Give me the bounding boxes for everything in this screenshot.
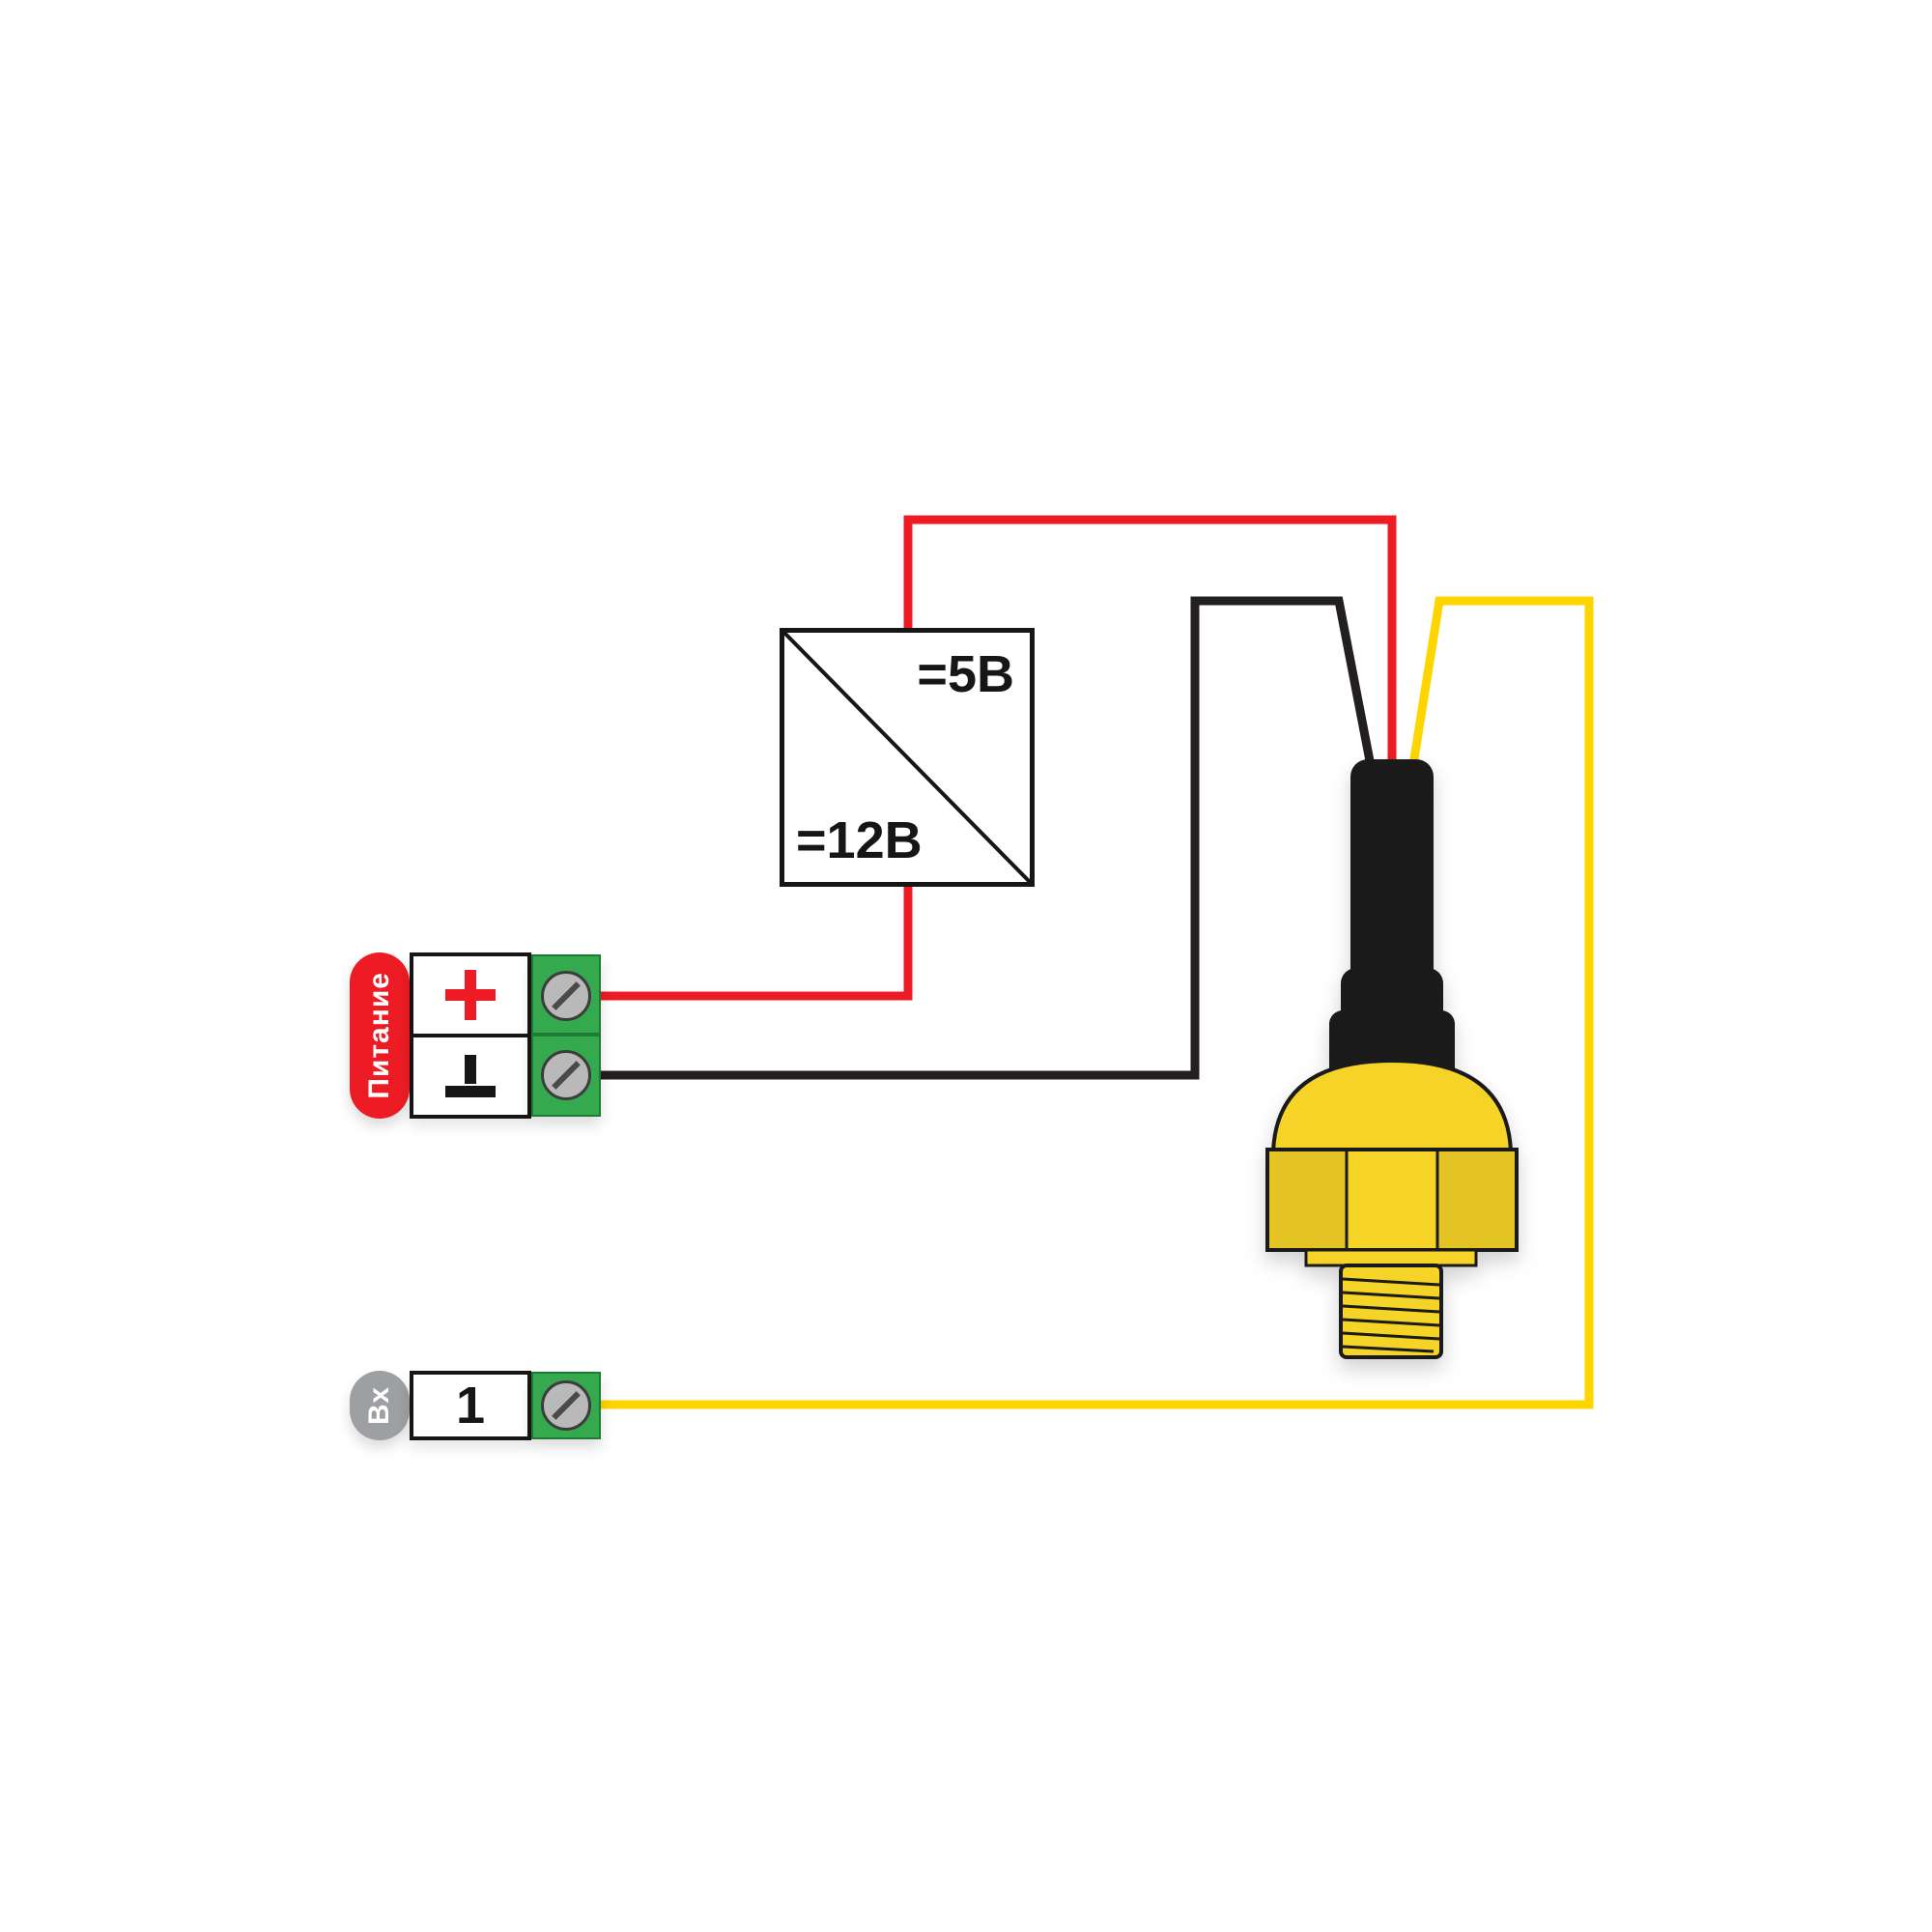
sensor-hex-facet-shade [1437, 1151, 1515, 1248]
yellow-wire-sensor-to-input [600, 596, 1594, 1409]
power-terminal-label: Питание [363, 972, 395, 1099]
black-wire-ground-to-sensor [600, 596, 1377, 1080]
power-plus-cell [410, 952, 531, 1037]
plus-symbol [445, 970, 496, 1020]
converter-diagonal-line [784, 633, 1030, 882]
input-terminal-tag: Вх [350, 1371, 410, 1440]
sensor-thread-line [1342, 1277, 1440, 1287]
red-wire-converter-to-sensor [903, 515, 1397, 773]
sensor-collar [1304, 1248, 1478, 1267]
converter-input-label: =12В [796, 811, 923, 869]
sensor-thread-line [1342, 1345, 1435, 1353]
power-terminal-tag: Питание [350, 952, 410, 1119]
sensor-thread-line [1342, 1331, 1440, 1341]
sensor-thread-line [1342, 1304, 1440, 1314]
dc-converter-box: =5В =12В [780, 628, 1035, 887]
sensor-dome [1270, 1058, 1514, 1153]
input-pin-cell: 1 [410, 1371, 531, 1440]
power-ground-cell [410, 1034, 531, 1119]
terminal-screw-input [541, 1380, 591, 1431]
converter-output-label: =5В [917, 645, 1014, 703]
input-pin-label: 1 [455, 1377, 486, 1435]
input-terminal-label: Вх [363, 1386, 395, 1425]
sensor-hex-facet-shade [1269, 1151, 1347, 1248]
red-wire-power-to-converter [600, 886, 913, 1001]
pressure-sensor [1265, 759, 1519, 1359]
sensor-hex-nut [1265, 1148, 1519, 1252]
terminal-screw-plus [541, 971, 591, 1021]
sensor-thread-line [1342, 1291, 1440, 1300]
terminal-screw-ground [541, 1050, 591, 1100]
sensor-cable [1350, 759, 1434, 1003]
sensor-thread-line [1342, 1318, 1440, 1327]
connector-divider [531, 1033, 601, 1037]
ground-symbol [445, 1055, 496, 1097]
